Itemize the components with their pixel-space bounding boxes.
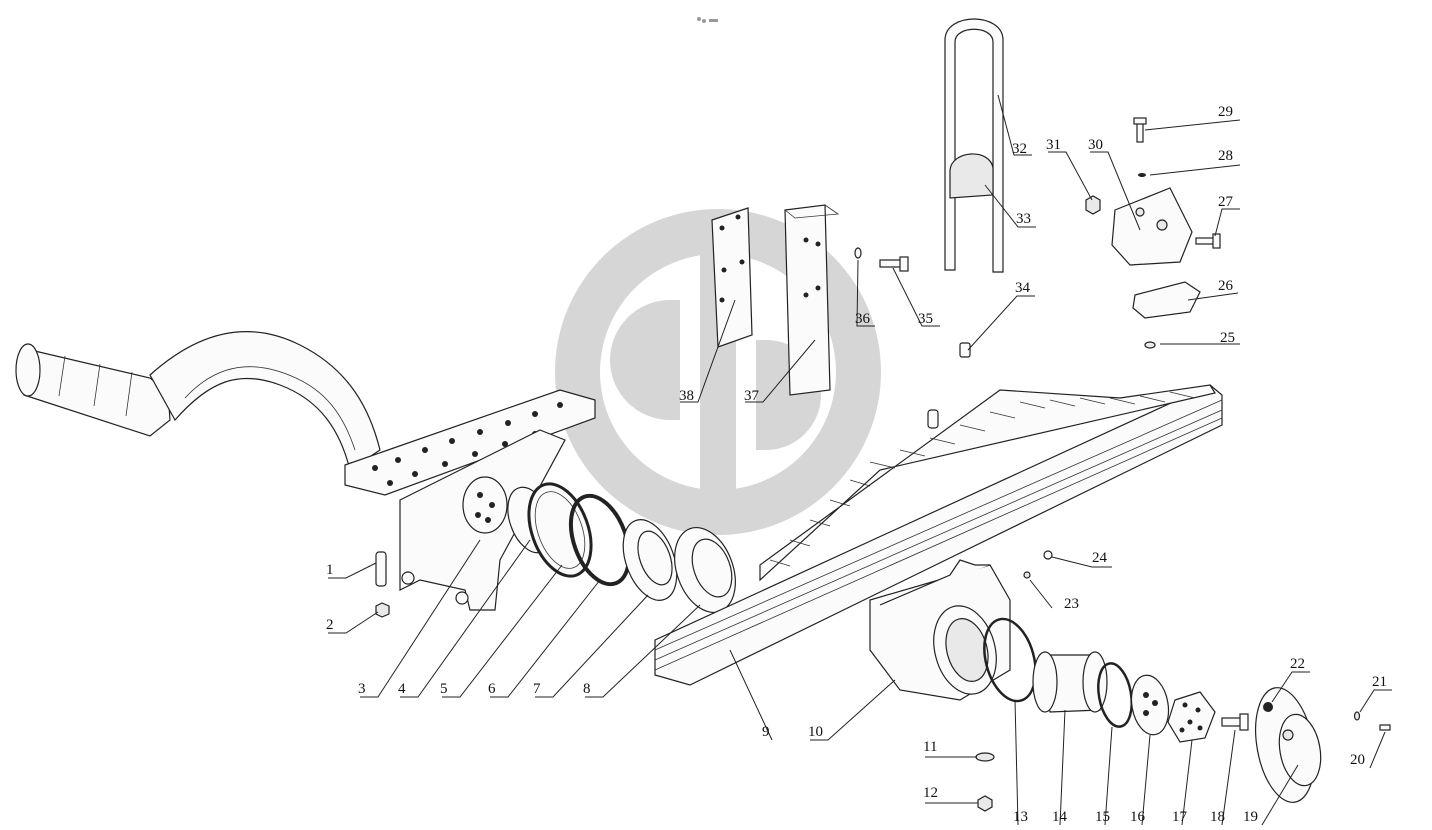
callout-labels: 1 2 3 4 5 6 7 8 9 10 11 12 13 14 15 16 1… xyxy=(326,104,1387,825)
disc-part-16 xyxy=(1130,674,1170,736)
leaf-spring-part-9 xyxy=(654,384,1223,686)
plate-part-17 xyxy=(1167,691,1216,743)
spring-bracket xyxy=(344,389,596,611)
callout-2: 2 xyxy=(326,617,334,633)
callout-37: 37 xyxy=(744,388,760,404)
hub-cap-part-19 xyxy=(1255,687,1322,803)
callout-18: 18 xyxy=(1210,809,1225,825)
callout-1: 1 xyxy=(326,562,334,578)
screw-part-20 xyxy=(1379,724,1391,731)
washer-part-11 xyxy=(975,752,995,762)
nut-part-12 xyxy=(977,795,993,812)
callout-7: 7 xyxy=(533,681,541,697)
bolt-part-29 xyxy=(1133,117,1147,143)
callout-23: 23 xyxy=(1064,596,1079,612)
bolt-part-18 xyxy=(1221,713,1249,731)
callout-32: 32 xyxy=(1012,141,1027,157)
washer-part-23 xyxy=(1023,571,1031,579)
callout-30: 30 xyxy=(1088,137,1103,153)
plate-part-37 xyxy=(784,204,840,396)
callout-10: 10 xyxy=(808,724,823,740)
washer-part-36 xyxy=(854,247,862,259)
callout-16: 16 xyxy=(1130,809,1146,825)
bracket-part-30 xyxy=(1111,187,1193,266)
callout-24: 24 xyxy=(1092,550,1108,566)
bolt-part-35 xyxy=(879,256,909,272)
leader-lines xyxy=(328,94,1392,826)
callout-9: 9 xyxy=(762,724,770,740)
callout-15: 15 xyxy=(1095,809,1110,825)
pin-part-1 xyxy=(375,551,387,587)
callout-35: 35 xyxy=(918,311,933,327)
callout-6: 6 xyxy=(488,681,496,697)
callout-19: 19 xyxy=(1243,809,1258,825)
ring-part-6 xyxy=(568,493,632,587)
nut-part-31 xyxy=(1085,195,1101,215)
nut-part-25 xyxy=(1144,341,1156,349)
callout-34: 34 xyxy=(1015,280,1031,296)
nut-part-34 xyxy=(959,342,971,358)
callout-29: 29 xyxy=(1218,104,1233,120)
nut-part-2 xyxy=(375,602,390,618)
pin-part-21 xyxy=(1353,711,1361,721)
callout-27: 27 xyxy=(1218,194,1234,210)
ring-part-15 xyxy=(1097,662,1133,728)
u-bolt-part-32 xyxy=(944,18,1004,273)
callout-14: 14 xyxy=(1052,809,1068,825)
callout-13: 13 xyxy=(1013,809,1028,825)
ring-part-13 xyxy=(983,617,1037,703)
callout-22: 22 xyxy=(1290,656,1305,672)
callout-3: 3 xyxy=(358,681,366,697)
callout-21: 21 xyxy=(1372,674,1387,690)
housing-part-10 xyxy=(869,559,1011,701)
callout-5: 5 xyxy=(440,681,448,697)
callout-12: 12 xyxy=(923,785,938,801)
callout-36: 36 xyxy=(855,311,871,327)
callout-17: 17 xyxy=(1172,809,1188,825)
pad-part-26 xyxy=(1132,281,1201,319)
fitting-part-24 xyxy=(1043,550,1053,560)
callout-20: 20 xyxy=(1350,752,1365,768)
cylinder-part-14 xyxy=(1032,651,1108,713)
plug-part-22 xyxy=(1263,702,1273,712)
callout-31: 31 xyxy=(1046,137,1061,153)
callout-11: 11 xyxy=(923,739,937,755)
bushing-part-7 xyxy=(622,519,678,601)
callout-4: 4 xyxy=(398,681,406,697)
callout-26: 26 xyxy=(1218,278,1234,294)
callout-25: 25 xyxy=(1220,330,1235,346)
axle-arm xyxy=(15,331,381,471)
plate-part-38 xyxy=(711,207,753,348)
top-mark xyxy=(697,17,718,23)
callout-38: 38 xyxy=(679,388,694,404)
bolt-part-27 xyxy=(1195,233,1221,249)
washer-part-28 xyxy=(1138,173,1146,177)
callout-28: 28 xyxy=(1218,148,1233,164)
spacer-part-33 xyxy=(949,153,994,199)
callout-33: 33 xyxy=(1016,211,1031,227)
callout-8: 8 xyxy=(583,681,591,697)
